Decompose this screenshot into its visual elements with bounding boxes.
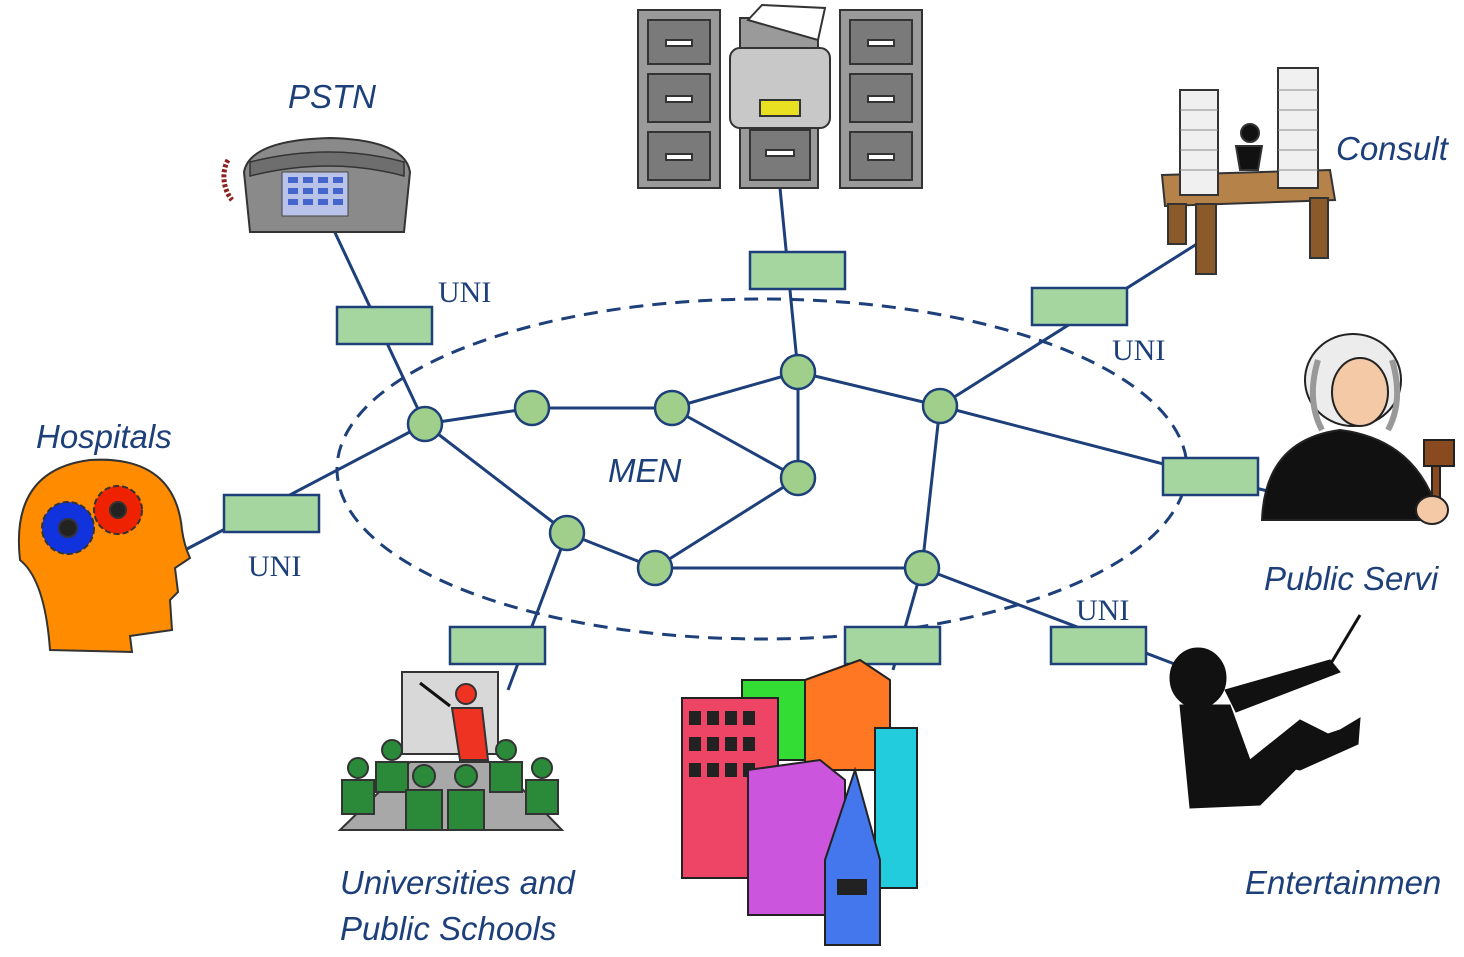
- uni-box-pstn: [335, 305, 434, 346]
- uni-label: UNI: [1112, 334, 1166, 367]
- head-gears-icon: [17, 458, 192, 654]
- men-node: [921, 387, 959, 425]
- city-buildings-icon: [681, 658, 918, 946]
- judge-icon: [1260, 333, 1455, 525]
- uni-box-fax: [748, 250, 847, 291]
- men-node: [548, 514, 586, 552]
- uni-label: UNI: [248, 550, 302, 583]
- uni-box-city: [843, 625, 942, 666]
- label-pstn: PSTN: [288, 78, 377, 115]
- men-nodes: [406, 353, 959, 587]
- men-node: [653, 389, 691, 427]
- label-universities-line1: Universities and: [340, 864, 575, 901]
- men-boundary-ellipse: [335, 297, 1189, 641]
- label-consulting: Consult: [1336, 130, 1448, 167]
- label-entertainment: Entertainmen: [1245, 864, 1442, 901]
- file-cabinet-fax-icon: [637, 3, 923, 189]
- men-node: [903, 549, 941, 587]
- men-node: [406, 405, 444, 443]
- label-universities-line2: Public Schools: [340, 910, 557, 947]
- label-public-services: Public Servi: [1264, 560, 1439, 597]
- uni-box-entertainment: [1049, 625, 1148, 666]
- uni-box-universities: [448, 625, 547, 666]
- men-node: [779, 459, 817, 497]
- uni-label: UNI: [1076, 594, 1130, 627]
- uni-label: UNI: [438, 276, 492, 309]
- men-node: [779, 353, 817, 391]
- classroom-icon: [337, 671, 565, 831]
- men-node: [513, 389, 551, 427]
- uni-box-consulting: [1030, 286, 1129, 327]
- conductor-icon: [1169, 614, 1362, 809]
- uni-box-hospitals: [222, 493, 321, 534]
- men-node: [636, 549, 674, 587]
- desk-documents-icon: [1160, 67, 1337, 275]
- uni-boxes: [222, 250, 1260, 666]
- label-men: MEN: [608, 452, 682, 489]
- label-hospitals: Hospitals: [36, 418, 172, 455]
- telephone-icon: [221, 136, 412, 233]
- uni-box-public-services: [1161, 456, 1260, 497]
